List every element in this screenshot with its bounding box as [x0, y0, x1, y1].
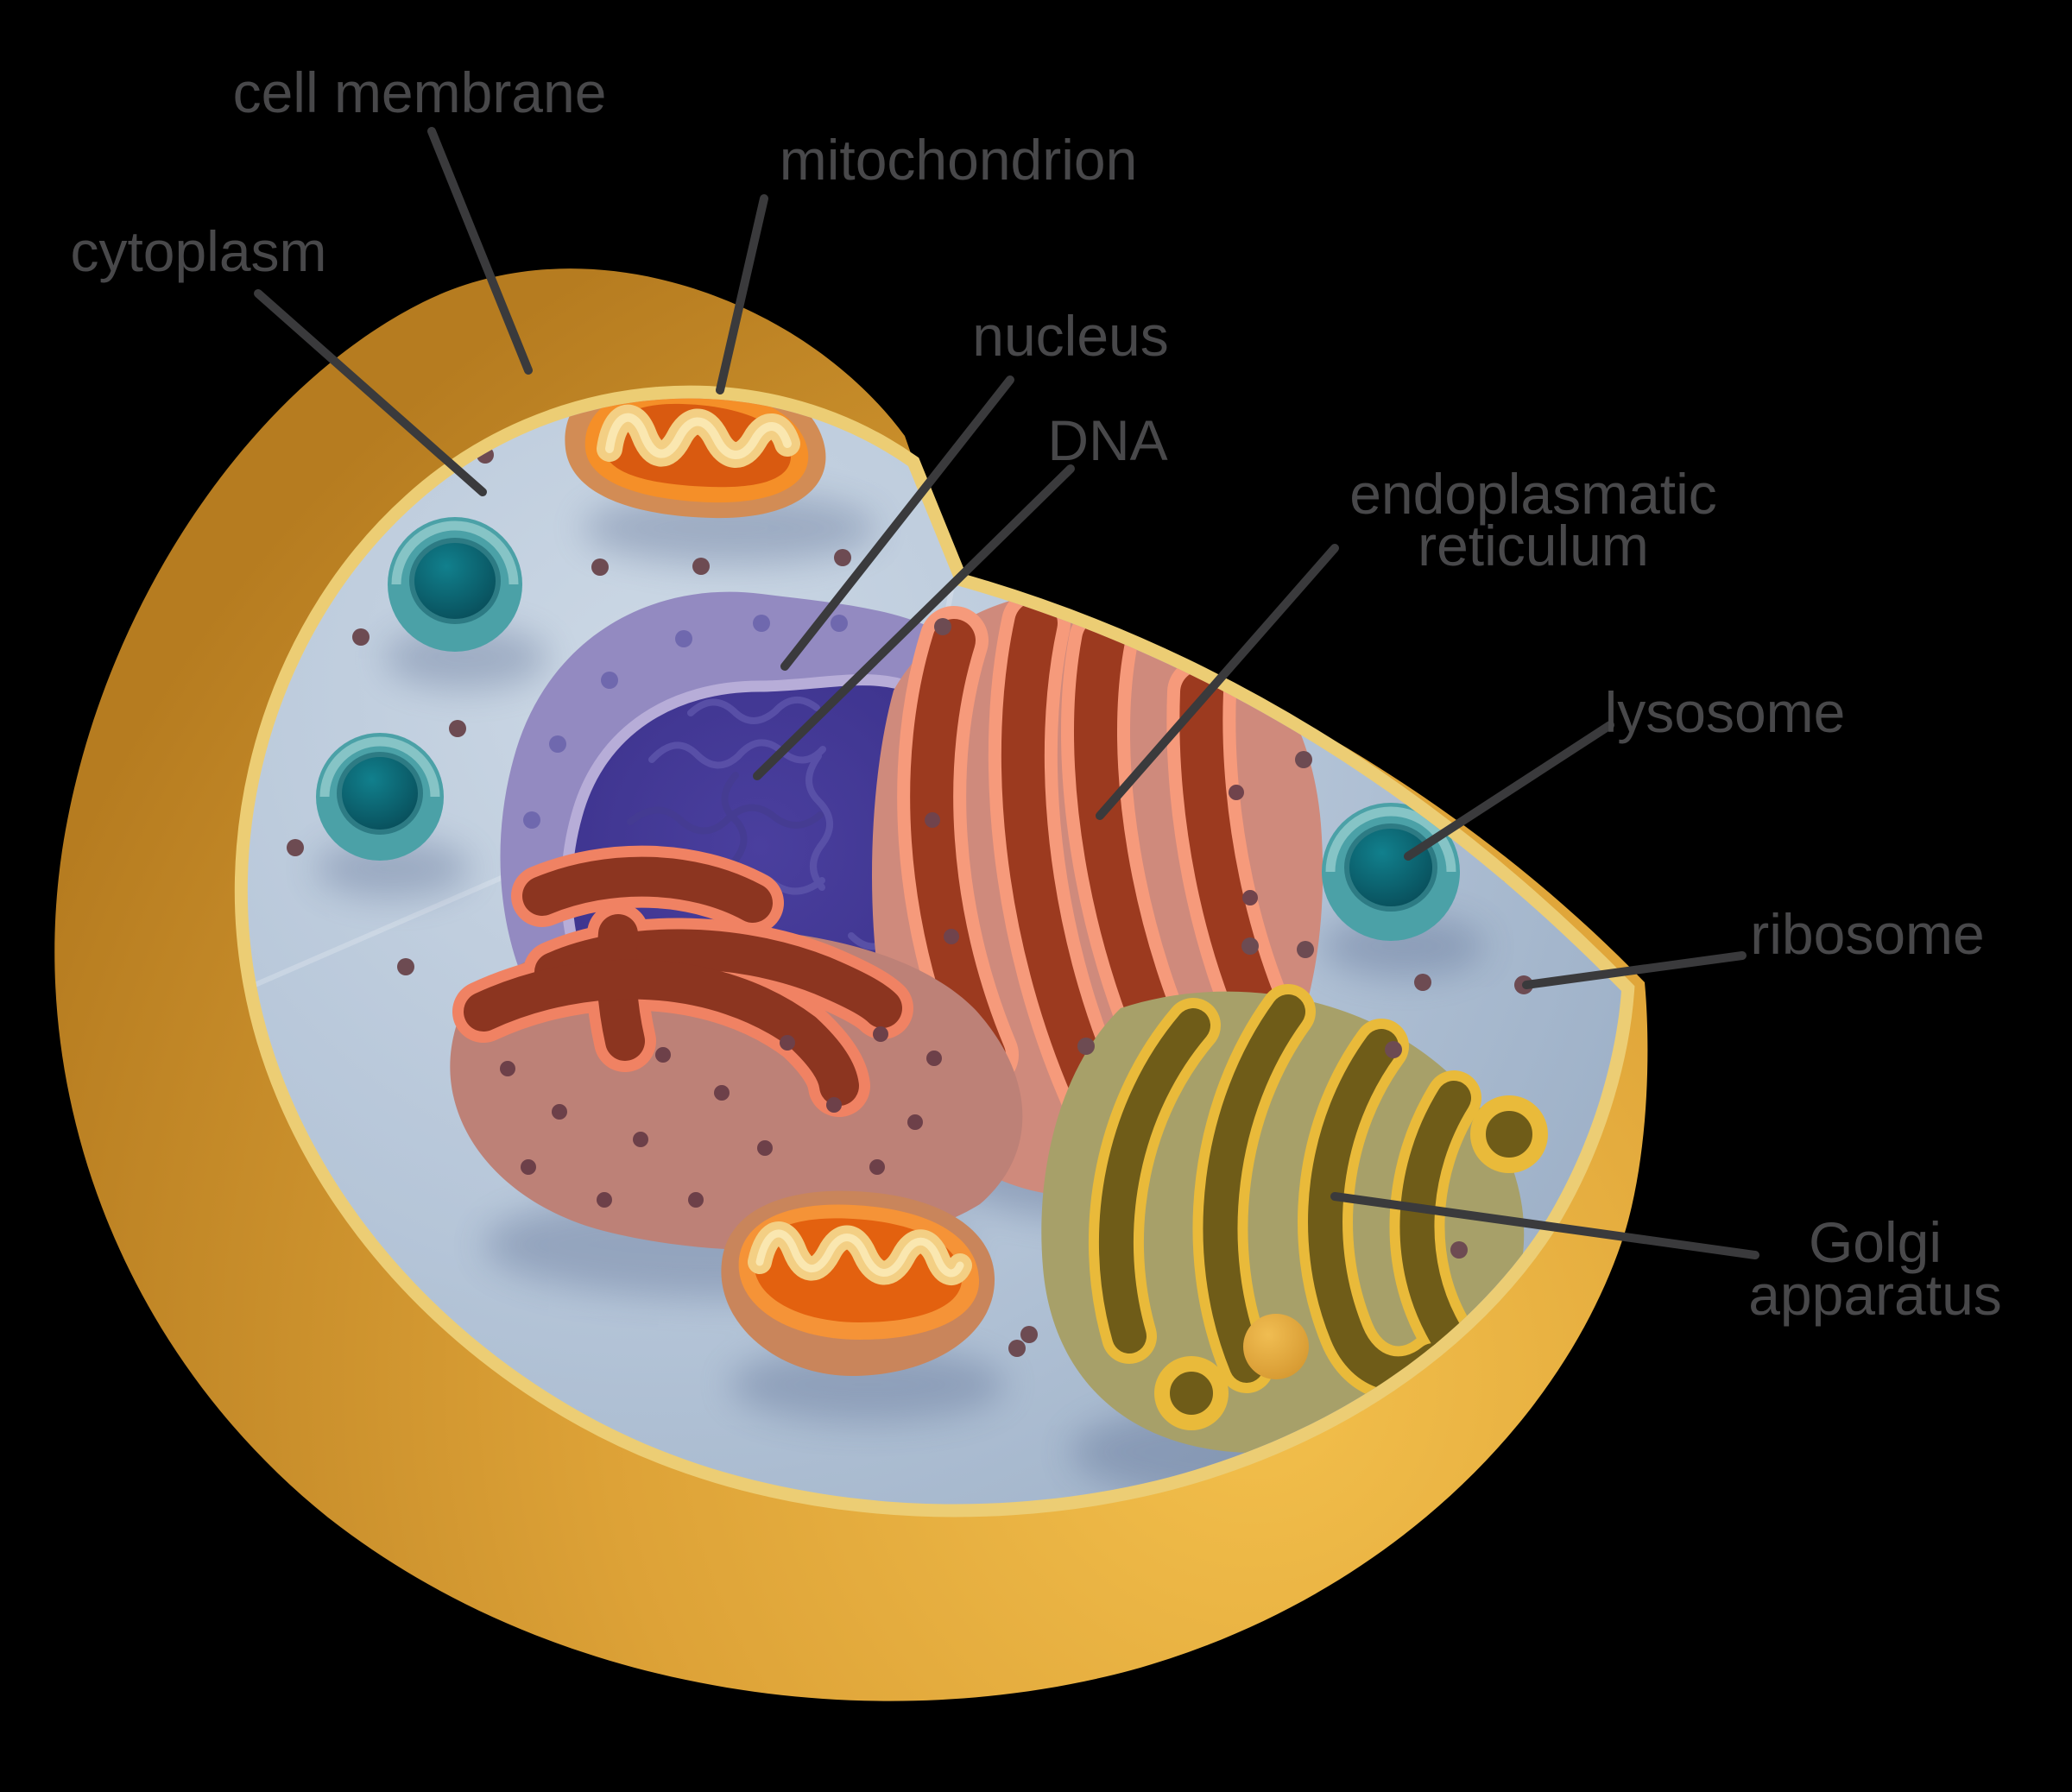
- label-er-line2: reticulum: [1418, 514, 1649, 577]
- label-cytoplasm: cytoplasm: [70, 219, 326, 283]
- rough-er-dots: [500, 1026, 942, 1213]
- mitochondrion-top-shape: [565, 398, 826, 519]
- label-golgi-line1: Golgi: [1809, 1210, 1942, 1274]
- leader-line-dna: [753, 464, 1075, 780]
- leader-line-lysosome: [1404, 721, 1614, 861]
- label-dna: DNA: [1047, 408, 1167, 472]
- leader-line-nucleus: [780, 375, 1014, 671]
- label-cell-membrane: cell membrane: [233, 60, 607, 124]
- leader-line-cell-membrane: [427, 127, 533, 375]
- lysosome-left-top-shape: [388, 517, 522, 652]
- lysosome-right-shape: [1322, 803, 1460, 941]
- leader-line-ribosome: [1522, 951, 1747, 989]
- leader-line-cytoplasm: [254, 289, 487, 496]
- label-mitochondrion: mitochondrion: [780, 128, 1138, 192]
- leader-line-er: [1096, 544, 1339, 820]
- leader-lines: [254, 127, 1759, 1259]
- mitochondrion-bottom-shape: [721, 1190, 995, 1377]
- lysosome-left-bottom-shape: [316, 733, 444, 861]
- golgi-apparatus-shape: [1041, 984, 1548, 1467]
- membrane-vesicle: [1243, 1314, 1309, 1379]
- label-ribosome: ribosome: [1750, 902, 1984, 966]
- ribosome-dots: [287, 446, 1533, 1357]
- label-golgi-line2: apparatus: [1748, 1263, 2002, 1327]
- leader-line-mitochondrion: [716, 194, 768, 394]
- label-nucleus: nucleus: [972, 304, 1169, 368]
- label-er-line1: endoplasmatic: [1349, 462, 1717, 526]
- leader-line-golgi: [1330, 1192, 1759, 1259]
- label-lysosome: lysosome: [1605, 680, 1846, 744]
